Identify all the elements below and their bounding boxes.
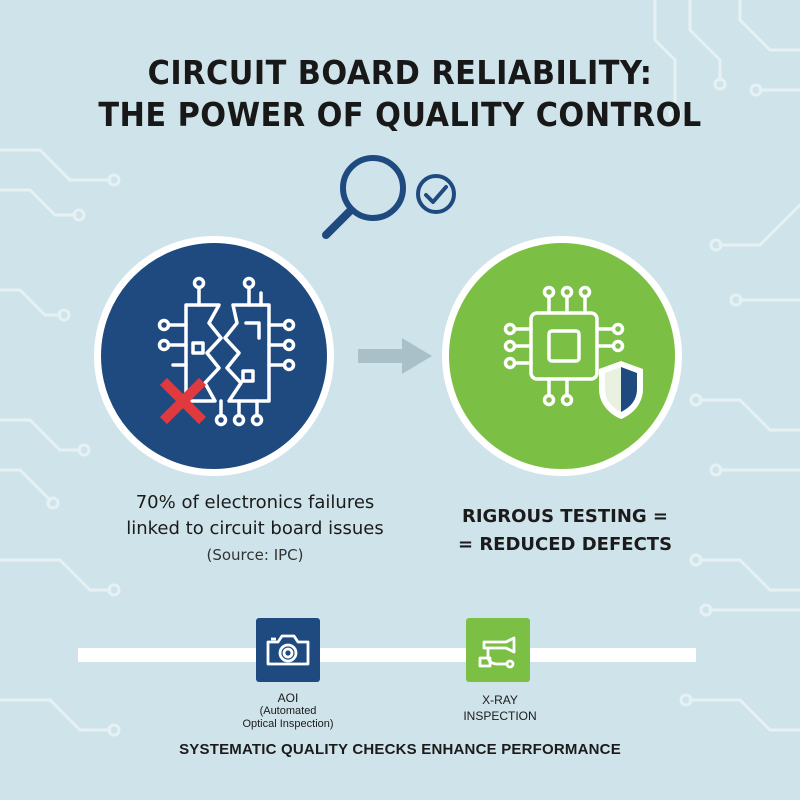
testing-line-2: = REDUCED DEFECTS <box>457 534 673 555</box>
footer-tagline: SYSTEMATIC QUALITY CHECKS ENHANCE PERFOR… <box>179 741 621 758</box>
xray-title-1: X-RAY <box>482 693 518 707</box>
x-mark-icon <box>159 377 207 425</box>
aoi-label: AOI (Automated Optical Inspection) <box>218 692 358 731</box>
page-title: CIRCUIT BOARD RELIABILITY: THE POWER OF … <box>32 52 768 136</box>
source-citation: (Source: IPC) <box>206 546 304 564</box>
xray-icon <box>478 636 516 669</box>
chip-icon <box>503 285 643 419</box>
testing-statement: RIGROUS TESTING = = REDUCED DEFECTS <box>430 503 700 559</box>
failure-stat-line-2: linked to circuit board issues <box>126 518 384 539</box>
aoi-tool <box>256 618 320 682</box>
aoi-subtitle-1: (Automated <box>259 705 317 717</box>
aoi-subtitle-2: Optical Inspection) <box>242 718 334 730</box>
shield-icon <box>599 361 643 419</box>
magnifier-check-icon <box>322 155 456 239</box>
arrow-right-icon <box>358 338 432 374</box>
check-circle-icon <box>416 174 456 214</box>
failure-statistic: 70% of electronics failures linked to ci… <box>70 490 440 568</box>
failure-circle <box>94 236 334 476</box>
xray-label: X-RAY INSPECTION <box>440 692 560 724</box>
success-circle <box>442 236 682 476</box>
aoi-title: AOI <box>277 691 299 705</box>
title-line-2: THE POWER OF QUALITY CONTROL <box>98 95 702 134</box>
broken-chip-icon <box>157 276 296 427</box>
timeline-bar <box>78 648 696 662</box>
testing-line-1: RIGROUS TESTING = <box>461 506 669 527</box>
failure-stat-line-1: 70% of electronics failures <box>135 492 375 513</box>
title-line-1: CIRCUIT BOARD RELIABILITY: <box>147 53 653 92</box>
xray-title-2: INSPECTION <box>463 709 537 723</box>
xray-tool <box>466 618 530 682</box>
camera-icon <box>266 634 310 666</box>
magnifier-icon <box>322 155 406 239</box>
